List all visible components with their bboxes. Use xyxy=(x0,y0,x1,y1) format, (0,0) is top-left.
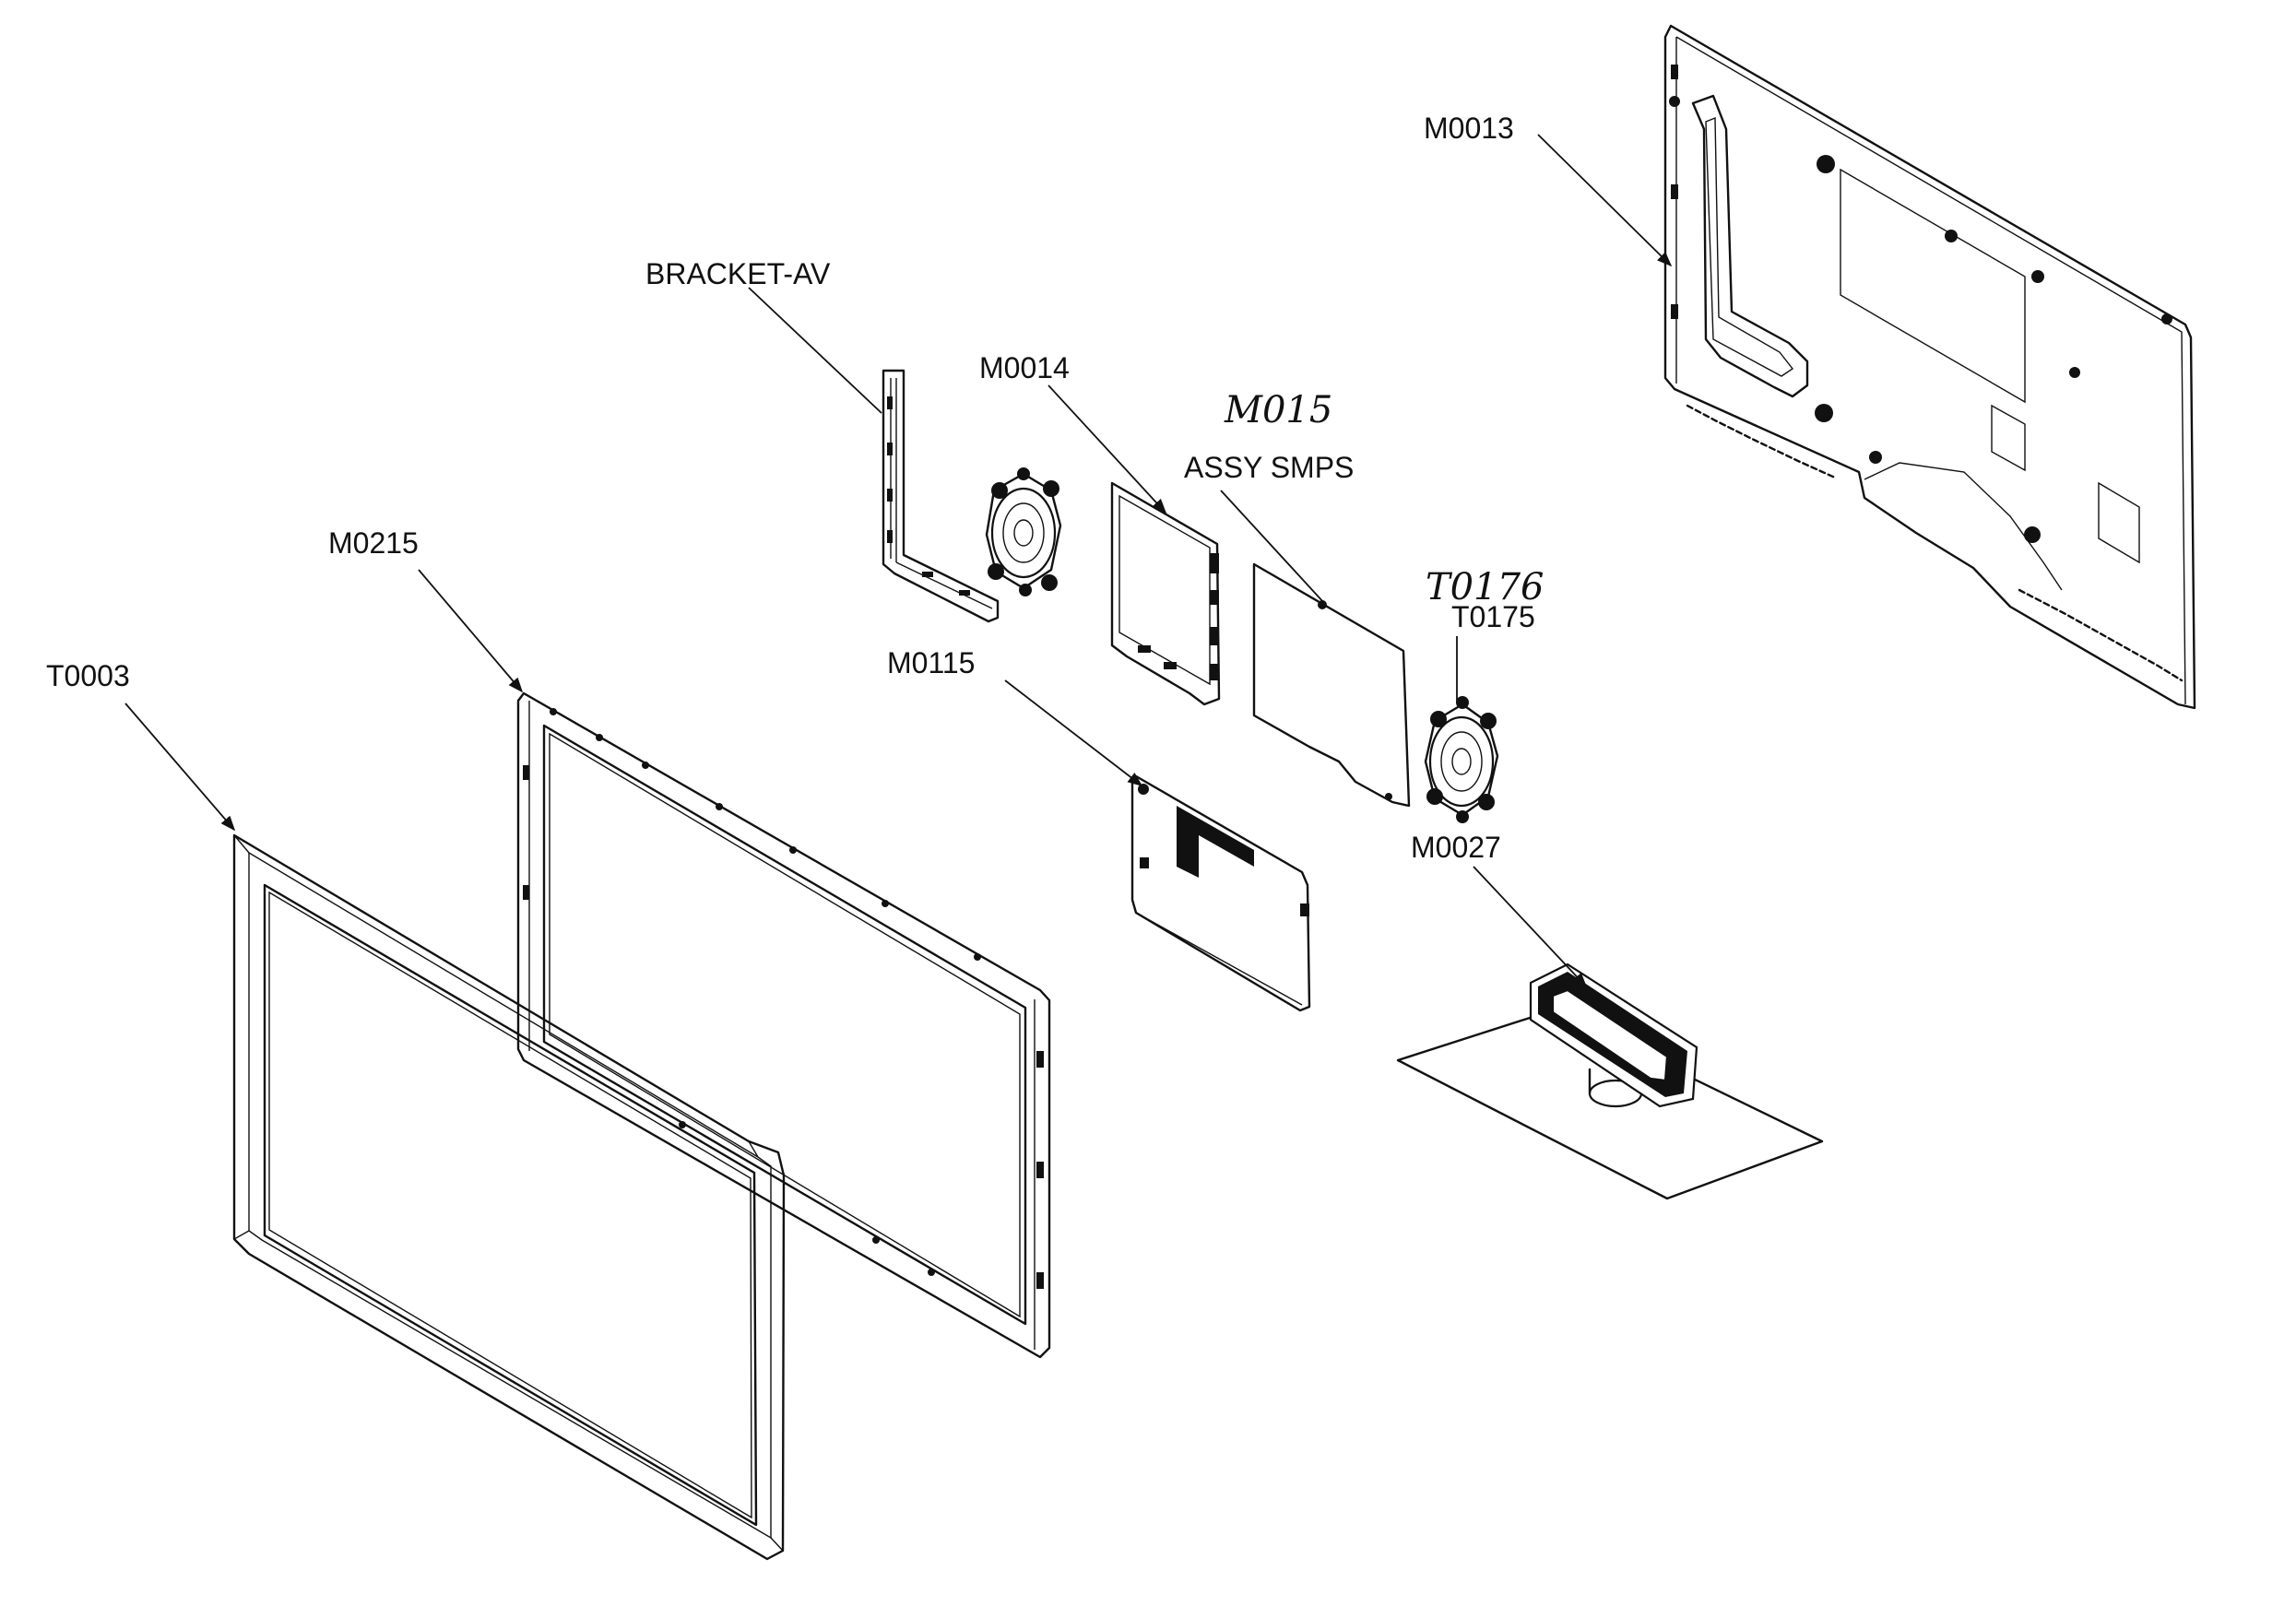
back-cover-m0013 xyxy=(1663,24,2196,710)
shield-plate-m0115 xyxy=(1130,774,1311,1012)
label-t0003: T0003 xyxy=(46,659,130,692)
stand-m0027 xyxy=(1396,962,1824,1200)
front-bezel-t0003 xyxy=(232,833,786,1561)
main-board-m0014 xyxy=(1110,481,1221,706)
inner-frame-m0215 xyxy=(516,691,1051,1359)
power-board-assy-smps xyxy=(1252,562,1411,808)
label-m015-handwritten: M015 xyxy=(1224,389,1332,431)
label-m0027: M0027 xyxy=(1411,831,1501,864)
label-m0215: M0215 xyxy=(328,526,419,560)
bracket-av-part xyxy=(882,369,1000,623)
left-speaker xyxy=(985,467,1062,596)
label-m0013: M0013 xyxy=(1424,112,1514,145)
label-m0014: M0014 xyxy=(979,351,1070,384)
leader-lines xyxy=(124,134,1673,988)
label-m0115: M0115 xyxy=(887,646,975,679)
label-bracket-av: BRACKET-AV xyxy=(645,257,831,290)
label-assy-smps: ASSY SMPS xyxy=(1184,451,1354,484)
right-speaker-t0175 xyxy=(1424,696,1499,823)
label-t0176-handwritten: T0176 xyxy=(1426,566,1544,608)
part-labels: T0003 M0215 BRACKET-AV M0014 M015 ASSY S… xyxy=(46,112,1544,864)
label-t0175: T0175 xyxy=(1451,600,1535,633)
